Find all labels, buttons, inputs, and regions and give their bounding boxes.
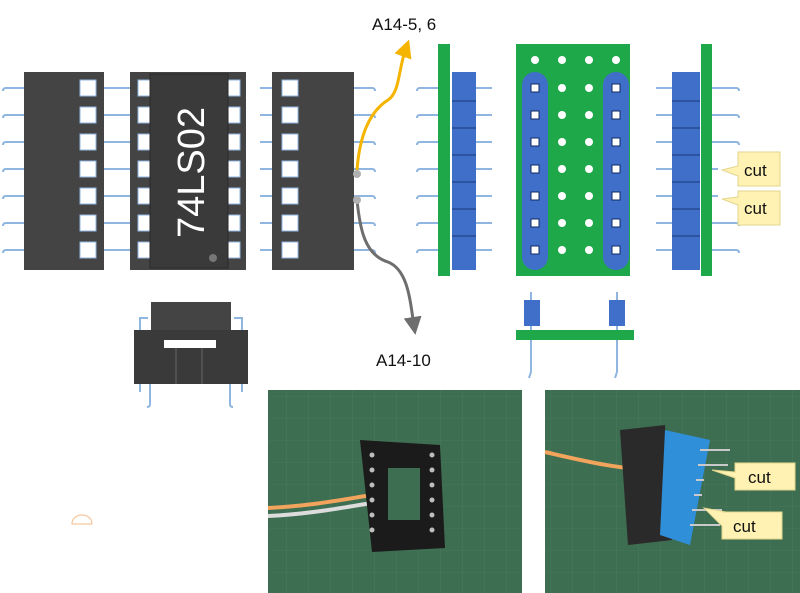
photo-assembled-adapter: cut cut — [544, 390, 800, 593]
pcb-top-view — [516, 44, 630, 276]
photo-cut-label-1: cut — [748, 468, 771, 487]
solder-point-bottom — [353, 196, 361, 204]
pcb-edge-right — [701, 44, 712, 276]
socket-left-pins — [2, 87, 118, 254]
side-pcb — [516, 330, 634, 340]
ic-74ls02: 74LS02 — [118, 72, 246, 270]
cut-callout-1: cut — [720, 151, 781, 187]
pcb-edge-left — [438, 44, 450, 276]
socket-side-view — [134, 302, 248, 408]
pin-header-right — [656, 44, 740, 276]
pcb-side-view — [516, 292, 634, 379]
side-socket — [134, 330, 248, 384]
cut-label-2: cut — [744, 199, 767, 218]
ic-socket-wired — [260, 39, 422, 335]
pin-header-left — [416, 44, 492, 276]
yellow-wire — [355, 39, 412, 171]
chip-marking: 74LS02 — [171, 107, 213, 238]
ic-socket-left — [2, 72, 118, 270]
small-arc-mark — [71, 514, 93, 525]
photo-socket-wired — [267, 390, 522, 593]
photo-cut-label-2: cut — [733, 517, 756, 536]
signal-label-top: A14-5, 6 — [372, 15, 436, 34]
signal-label-bottom: A14-10 — [376, 351, 431, 370]
cut-callout-2: cut — [721, 190, 781, 226]
gray-wire — [355, 199, 422, 335]
photo-header-blue — [660, 430, 710, 545]
chip-pin1-dot — [209, 254, 217, 262]
solder-point-top — [353, 170, 361, 178]
cut-label-1: cut — [744, 161, 767, 180]
chip-body — [149, 73, 229, 269]
